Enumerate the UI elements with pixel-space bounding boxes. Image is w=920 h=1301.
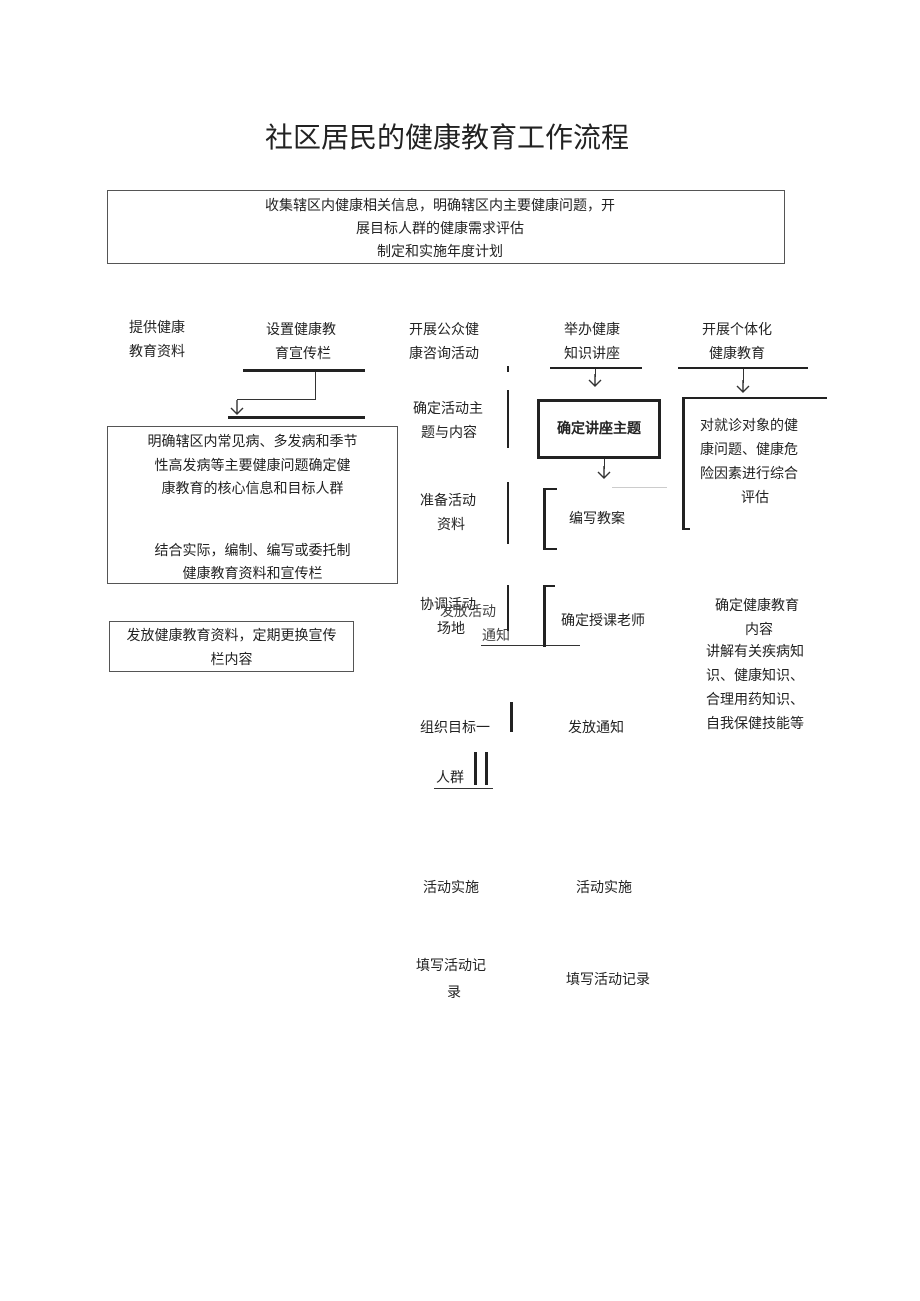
distribute-line1: 发放健康教育资料，定期更换宣传 <box>126 628 337 644</box>
col3-bracket-3-top <box>543 585 555 587</box>
top-box-line2: 展目标人群的健康需求评估 <box>356 221 524 237</box>
col3-connector-2 <box>604 459 605 469</box>
col3-bracket-bar <box>550 367 642 369</box>
core-info-line2: 性高发病等主要健康问题确定健 <box>154 458 351 474</box>
col3-faint-line <box>612 487 667 488</box>
col1-heading-line1: 提供健康 <box>129 320 185 336</box>
col2-step5: 活动实施 <box>423 880 479 896</box>
core-info-line1: 明确辖区内常见病、多发病和季节 <box>147 434 358 450</box>
col2-bar-2 <box>507 482 509 544</box>
core-info-line3: 康教育的核心信息和目标人群 <box>161 481 344 497</box>
col3-bracket-3 <box>543 585 546 647</box>
col4-step2-line2: 内容 <box>745 622 773 638</box>
col3-step6: 填写活动记录 <box>566 972 650 988</box>
col1-bracket-bar-2 <box>228 416 365 419</box>
col2-step4-line1: 组织目标一 <box>420 720 490 736</box>
col2-step3-line1: 协调活动 <box>420 597 476 613</box>
top-planning-box: 收集辖区内健康相关信息，明确辖区内主要健康问题，开 展目标人群的健康需求评估 制… <box>107 190 785 264</box>
materials-line1: 结合实际，编制、编写或委托制 <box>154 543 351 559</box>
col3-step5: 活动实施 <box>576 880 632 896</box>
col4-heading-line2: 健康教育 <box>709 346 765 362</box>
col1-connector <box>315 372 316 400</box>
col4-step1-line1: 对就诊对象的健 <box>700 418 798 434</box>
materials-line2: 健康教育资料和宣传栏 <box>182 566 323 582</box>
col2-step6-line1: 填写活动记 <box>416 958 486 974</box>
col1-connector-h <box>237 399 316 400</box>
down-arrow-icon <box>597 466 611 480</box>
col4-connector <box>743 369 744 383</box>
col4-step2-line1: 确定健康教育 <box>715 598 799 614</box>
col3-connector <box>595 369 596 377</box>
col3-bracket-2 <box>543 488 546 550</box>
col3-step1: 确定讲座主题 <box>557 421 641 437</box>
col2-step1-line1: 确定活动主 <box>413 401 483 417</box>
top-box-line3: 制定和实施年度计划 <box>377 244 503 260</box>
down-arrow-icon <box>736 380 750 394</box>
col4-bracket-bottom <box>682 528 690 530</box>
col4-step1-line3: 险因素进行综合 <box>700 466 798 482</box>
col1-heading-line2: 教育资料 <box>129 344 185 360</box>
col4-bracket-top <box>682 397 827 399</box>
col1-sub-line1: 设置健康教 <box>266 322 336 338</box>
col2-bar-1 <box>507 390 509 448</box>
col2-step2-line1: 准备活动 <box>420 493 476 509</box>
col4-step3-line4: 自我保健技能等 <box>706 716 804 732</box>
col2-step4-line2: 人群 <box>436 770 464 786</box>
distribute-line2: 栏内容 <box>210 652 253 668</box>
col2-step3-notice-line2: 通知 <box>482 628 510 644</box>
col3-bracket-2-bottom <box>543 548 557 550</box>
col4-step3-line1: 讲解有关疾病知 <box>706 644 804 660</box>
col2-heading-line1: 开展公众健 <box>409 322 479 338</box>
col2-step1-line2: 题与内容 <box>421 425 477 441</box>
col2-bar-4 <box>510 702 513 732</box>
col4-step1-line2: 康问题、健康危 <box>700 442 798 458</box>
col4-bracket-bar <box>678 367 808 369</box>
col2-bar-5b <box>485 752 488 785</box>
col2-heading-line2: 康咨询活动 <box>409 346 479 362</box>
col4-step3-line3: 合理用药知识、 <box>706 692 804 708</box>
col3-topic-box: 确定讲座主题 <box>537 399 661 459</box>
col2-step3-notice-line1: 发放活动 <box>440 604 496 620</box>
col1-bracket-bar <box>243 369 365 372</box>
col2-underline-2 <box>434 788 493 789</box>
col2-bar-5a <box>474 752 477 785</box>
col1-sub-line2: 育宣传栏 <box>275 346 331 362</box>
col3-step2: 编写教案 <box>569 511 625 527</box>
col3-heading-line2: 知识讲座 <box>564 346 620 362</box>
col4-bracket <box>682 397 685 530</box>
col2-tick <box>507 366 509 372</box>
col4-step1-line4: 评估 <box>741 490 769 506</box>
col3-step4: 发放通知 <box>568 720 624 736</box>
top-box-line1: 收集辖区内健康相关信息，明确辖区内主要健康问题，开 <box>265 198 615 214</box>
col4-step3-line2: 识、健康知识、 <box>706 668 804 684</box>
col2-bar-3 <box>507 585 509 631</box>
col4-heading-line1: 开展个体化 <box>702 322 772 338</box>
col2-underline-1 <box>481 645 580 646</box>
col3-step3: 确定授课老师 <box>561 613 645 629</box>
col1-distribute-box: 发放健康教育资料，定期更换宣传 栏内容 <box>109 621 354 672</box>
down-arrow-icon <box>588 374 602 388</box>
col2-step6-line2: 录 <box>447 985 461 1001</box>
page-title: 社区居民的健康教育工作流程 <box>264 121 629 154</box>
down-arrow-icon <box>230 400 244 415</box>
col2-step3-line2: 场地 <box>437 621 465 637</box>
col3-bracket-2-top <box>543 488 557 490</box>
col1-core-info-box: 明确辖区内常见病、多发病和季节 性高发病等主要健康问题确定健 康教育的核心信息和… <box>107 426 398 584</box>
col3-heading-line1: 举办健康 <box>564 322 620 338</box>
col2-step2-line2: 资料 <box>437 517 465 533</box>
